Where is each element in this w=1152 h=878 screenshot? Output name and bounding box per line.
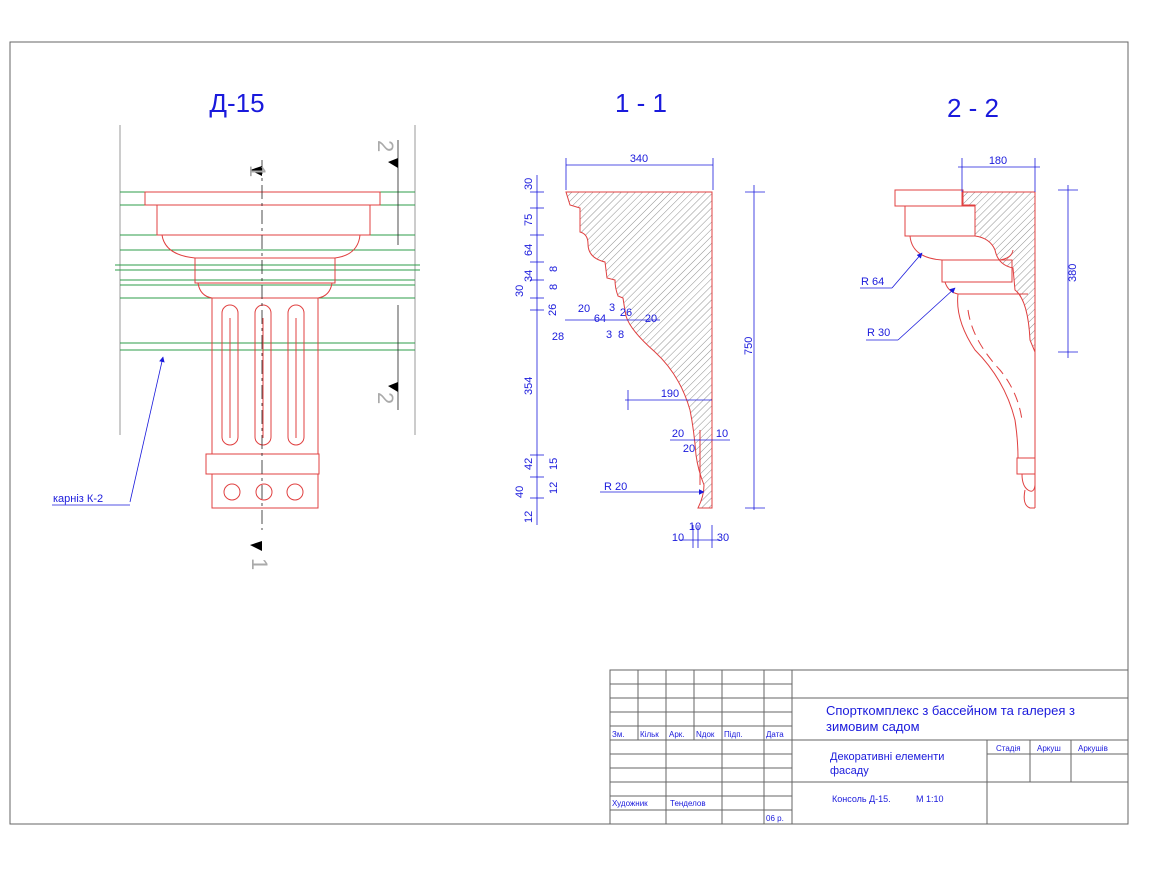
section-cut-2: 2 2 (373, 140, 399, 410)
svg-text:42: 42 (523, 458, 535, 470)
console-front (144, 191, 381, 509)
dim-11-radius: R 20 (604, 481, 627, 493)
view-title-d15: Д-15 (209, 88, 264, 118)
section-2-2-outline (894, 189, 1036, 509)
dim-11-depth: 190 (661, 388, 679, 400)
tb-sheets: Аркушів (1078, 744, 1108, 753)
tb-project-line1: Спорткомплекс з бассейном та галерея з (826, 703, 1075, 718)
svg-text:34: 34 (523, 270, 535, 282)
cut-label-2-top: 2 (373, 140, 398, 152)
cut-label-2-bottom: 2 (373, 392, 398, 404)
svg-text:26: 26 (620, 307, 632, 319)
svg-text:8: 8 (618, 329, 624, 341)
view-section-1-1: 1 - 1 340 750 30 75 64 30 34 8 8 26 354 … (514, 88, 765, 548)
dim-22-radius-64: R 64 (861, 276, 884, 288)
svg-text:354: 354 (523, 377, 535, 395)
tb-date: 06 р. (766, 814, 784, 823)
section-2-2-hatch (961, 191, 1036, 353)
view-title-2-2: 2 - 2 (947, 93, 999, 123)
svg-text:28: 28 (552, 331, 564, 343)
svg-text:20: 20 (645, 313, 657, 325)
cut-label-1-top: 1 (245, 165, 270, 177)
dim-11-mid: 20 64 3 26 20 28 3 8 (552, 302, 657, 343)
section-1-1-profile (565, 191, 713, 509)
svg-text:26: 26 (547, 304, 559, 316)
tb-drawing-name: Консоль Д-15. (832, 794, 891, 804)
tb-header-ark: Арк. (669, 730, 685, 739)
tb-header-zm: Зм. (612, 730, 625, 739)
dim-11-top-width: 340 (630, 153, 648, 165)
tb-sheet: Аркуш (1037, 744, 1061, 753)
svg-text:64: 64 (523, 244, 535, 256)
svg-text:15: 15 (548, 458, 560, 470)
tb-sheet-title-line2: фасаду (830, 765, 869, 777)
dim-11-bottom-a: 10 (689, 521, 701, 533)
dim-22-top-width: 180 (989, 155, 1007, 167)
tb-role: Художник (612, 799, 648, 808)
dim-22-height: 380 (1067, 264, 1079, 282)
dim-11-low-c: 20 (683, 443, 695, 455)
tb-header-data: Дата (766, 730, 784, 739)
tb-header-pidp: Підп. (724, 730, 743, 739)
svg-text:12: 12 (523, 511, 535, 523)
svg-text:8: 8 (548, 284, 560, 290)
svg-text:30: 30 (514, 285, 526, 297)
dim-11-low-a: 20 (672, 428, 684, 440)
cornice-k2 (115, 191, 420, 351)
svg-text:3: 3 (606, 329, 612, 341)
svg-text:12: 12 (548, 482, 560, 494)
svg-text:20: 20 (578, 303, 590, 315)
dim-11-left-chain: 30 75 64 30 34 8 8 26 354 42 40 12 15 12 (514, 178, 560, 523)
tb-stage: Стадія (996, 744, 1021, 753)
title-block: Зм. Кільк Арк. Nдок Підп. Дата Художник … (609, 669, 1129, 825)
view-title-1-1: 1 - 1 (615, 88, 667, 118)
svg-text:64: 64 (594, 313, 606, 325)
tb-scale: М 1:10 (916, 794, 944, 804)
svg-text:30: 30 (523, 178, 535, 190)
cut-label-1-bottom: 1 (247, 558, 272, 570)
svg-text:3: 3 (609, 302, 615, 314)
view-section-2-2: 2 - 2 180 380 R 64 R 3 (860, 93, 1079, 509)
tb-author: Тенделов (670, 799, 706, 808)
svg-text:8: 8 (548, 266, 560, 272)
tb-header-kilk: Кільк (640, 730, 659, 739)
cornice-leader-label: карніз К-2 (53, 493, 103, 505)
dim-11-low-b: 10 (716, 428, 728, 440)
dim-11-bottom-b: 10 (672, 532, 684, 544)
section-cut-1: 1 1 (245, 160, 272, 570)
dim-11-height: 750 (743, 337, 755, 355)
sheet-frame (9, 41, 1129, 825)
view-d15: Д-15 (52, 88, 420, 570)
dim-11-bottom-c: 30 (717, 532, 729, 544)
svg-text:40: 40 (514, 486, 526, 498)
cornice-leader-line (129, 356, 165, 503)
dim-22-radius-30: R 30 (867, 327, 890, 339)
svg-text:75: 75 (523, 214, 535, 226)
tb-header-ndok: Nдок (696, 730, 715, 739)
tb-project-line2: зимовим садом (826, 719, 920, 734)
tb-sheet-title-line1: Декоративні елементи (830, 751, 944, 763)
